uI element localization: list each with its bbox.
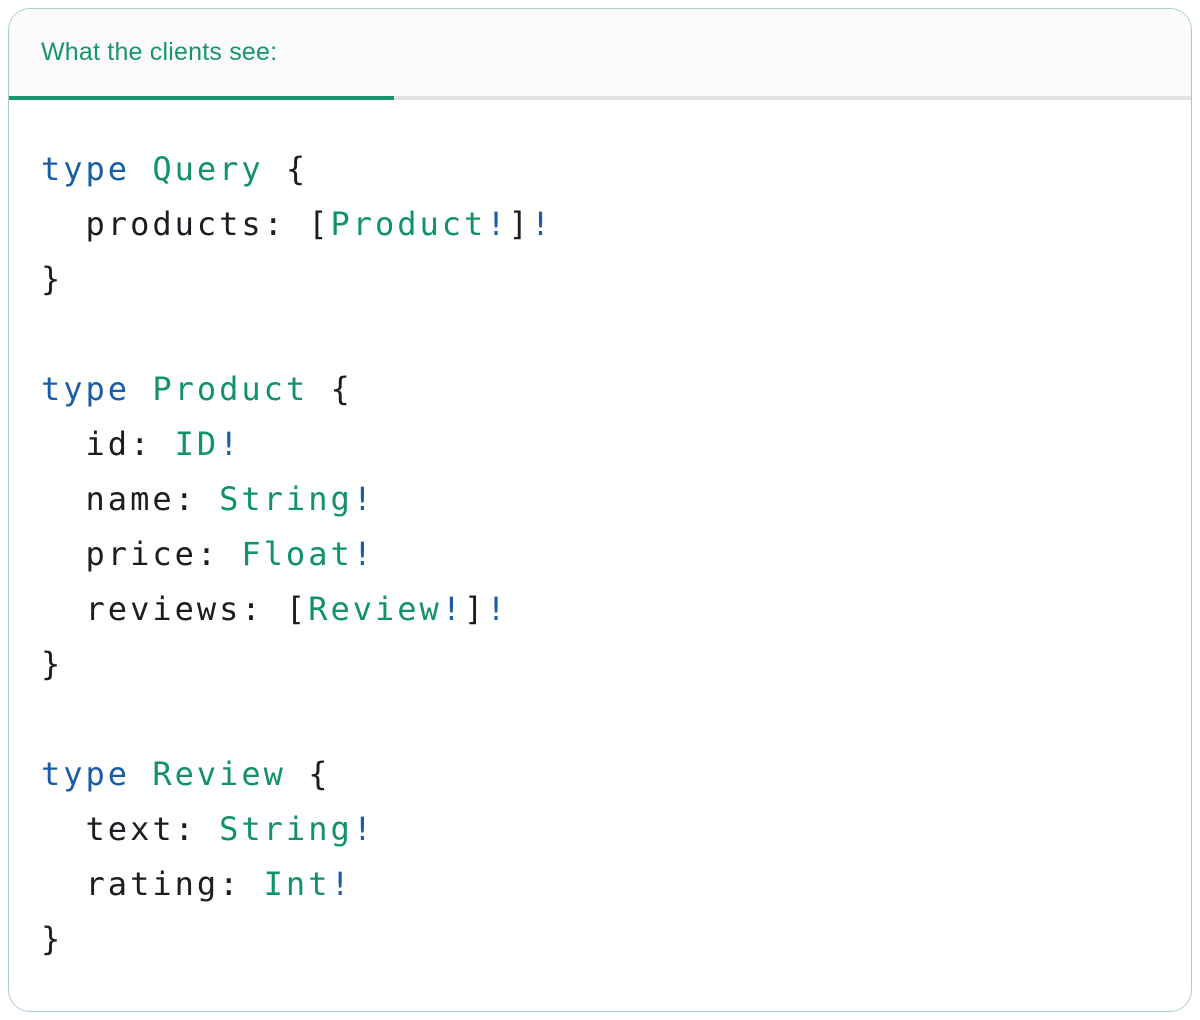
code-line: reviews: [Review!]!	[41, 582, 1171, 637]
code-line: text: String!	[41, 802, 1171, 857]
code-line: type Review {	[41, 747, 1171, 802]
token-type: Query	[152, 150, 264, 188]
code-line	[41, 307, 1171, 362]
token-bang: !	[352, 535, 375, 573]
tab-bar: What the clients see:	[9, 9, 1191, 96]
token-plain: rating:	[41, 865, 264, 903]
tab-underline-active-indicator	[9, 96, 394, 100]
token-type: Float	[241, 535, 353, 573]
token-kw: type	[41, 755, 131, 793]
token-type: String	[219, 480, 353, 518]
token-plain: {	[308, 370, 353, 408]
token-bang: !	[219, 425, 242, 463]
code-line: }	[41, 912, 1171, 967]
token-type: Review	[152, 755, 286, 793]
token-plain: price:	[41, 535, 242, 573]
code-line: }	[41, 637, 1171, 692]
token-type: Review	[308, 590, 442, 628]
token-bang: !	[486, 590, 509, 628]
code-block: type Query { products: [Product!]!} type…	[9, 100, 1191, 967]
token-kw: type	[41, 370, 131, 408]
tab-underline-track	[9, 96, 1191, 100]
tab-what-clients-see[interactable]: What the clients see:	[9, 9, 1191, 96]
token-plain	[130, 370, 152, 408]
token-plain: }	[41, 645, 64, 683]
code-line	[41, 692, 1171, 747]
token-bang: !	[486, 205, 509, 243]
token-type: Product	[152, 370, 309, 408]
code-line: type Query {	[41, 142, 1171, 197]
token-plain: {	[285, 755, 331, 793]
code-line: }	[41, 252, 1171, 307]
token-plain: name:	[41, 480, 220, 518]
code-line: products: [Product!]!	[41, 197, 1171, 252]
code-line: name: String!	[41, 472, 1171, 527]
token-plain: }	[41, 920, 64, 958]
token-bang: !	[441, 590, 465, 628]
tab-label: What the clients see:	[41, 38, 278, 66]
token-plain	[130, 150, 152, 188]
token-plain: id:	[41, 425, 175, 463]
code-line: type Product {	[41, 362, 1171, 417]
token-plain: ]	[508, 205, 531, 243]
code-panel: What the clients see: type Query { produ…	[8, 8, 1192, 1012]
token-type: ID	[174, 425, 220, 463]
token-plain: ]	[464, 590, 487, 628]
token-plain: }	[41, 260, 64, 298]
token-plain: text:	[41, 810, 220, 848]
code-line: id: ID!	[41, 417, 1171, 472]
code-line: rating: Int!	[41, 857, 1171, 912]
token-plain: {	[263, 150, 309, 188]
token-kw: type	[41, 150, 131, 188]
token-plain: products: [	[41, 205, 331, 243]
token-type: Int	[263, 865, 331, 903]
token-plain	[130, 755, 152, 793]
token-type: String	[219, 810, 353, 848]
token-bang: !	[352, 480, 375, 518]
code-line: price: Float!	[41, 527, 1171, 582]
token-type: Product	[330, 205, 487, 243]
token-plain: reviews: [	[41, 590, 309, 628]
token-bang: !	[530, 205, 554, 243]
token-bang: !	[330, 865, 353, 903]
token-bang: !	[352, 810, 375, 848]
